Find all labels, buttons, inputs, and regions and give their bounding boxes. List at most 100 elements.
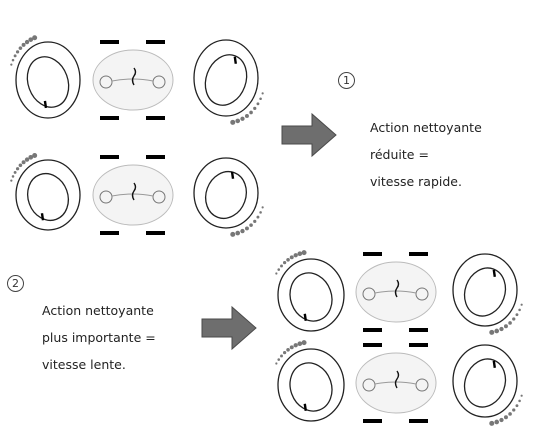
scale-dot — [256, 215, 260, 219]
scale-dot — [515, 404, 519, 408]
scale-dot — [11, 175, 15, 178]
scale-dot — [24, 39, 30, 45]
scale-dot — [249, 110, 253, 115]
scale-dot — [280, 264, 283, 268]
scale-dot — [489, 420, 495, 426]
step-1-line-2: réduite = — [370, 147, 429, 162]
bottom-right-bar — [409, 419, 428, 423]
left-pivot — [362, 287, 376, 301]
scale-dot — [11, 58, 15, 62]
scale-dot — [520, 303, 523, 306]
scale-dot — [10, 63, 13, 66]
bottom-left-bar — [100, 116, 119, 120]
scale-dot — [253, 106, 257, 111]
scale-dot — [297, 341, 303, 347]
scale-dot — [515, 313, 519, 317]
bottom-left-bar — [363, 328, 382, 332]
step-2-line-2: plus importante = — [42, 330, 156, 345]
step2-row1-right-wheel — [452, 253, 523, 335]
scale-dot — [512, 408, 516, 412]
scale-dot — [18, 46, 23, 50]
top-left-bar — [100, 155, 119, 159]
scale-dot — [293, 343, 298, 348]
scale-dot — [15, 167, 20, 171]
outer-wheel — [452, 344, 518, 418]
tick-mark — [303, 313, 307, 321]
inner-eccentric — [205, 170, 247, 220]
step-2-caption: Action nettoyante plus importante = vite… — [42, 297, 156, 378]
step-2-line-1: Action nettoyante — [42, 303, 154, 318]
scale-dot — [230, 119, 236, 125]
scale-dot — [503, 324, 508, 329]
tick-mark — [492, 360, 496, 368]
inner-eccentric — [27, 172, 69, 222]
scale-dot — [256, 102, 260, 106]
step2-row2-left-wheel — [275, 340, 345, 422]
step1-row2-right-wheel — [193, 157, 264, 237]
right-pivot — [152, 190, 166, 204]
top-left-bar — [363, 343, 382, 347]
squiggle — [131, 67, 137, 86]
step-2-arrow — [201, 305, 257, 351]
inner-eccentric — [289, 272, 333, 322]
outer-wheel — [15, 41, 81, 119]
right-pivot — [152, 75, 166, 89]
scale-dot — [253, 219, 257, 223]
scale-dot — [283, 351, 287, 355]
scale-dot — [494, 328, 500, 334]
tick-mark — [233, 56, 237, 64]
squiggle — [394, 370, 400, 389]
scale-dot — [275, 272, 278, 275]
scale-dot — [18, 163, 23, 168]
scale-dot — [293, 253, 298, 258]
scale-dot — [503, 415, 508, 420]
scale-dot — [235, 230, 241, 236]
scale-dot — [489, 329, 495, 335]
step-1-line-1: Action nettoyante — [370, 120, 482, 135]
scale-dot — [275, 362, 278, 365]
step2-row2-right-wheel — [452, 344, 523, 426]
outer-wheel — [277, 348, 345, 422]
scale-dot — [28, 37, 34, 42]
squiggle — [131, 182, 137, 201]
scale-dot — [24, 157, 30, 162]
top-right-bar — [146, 40, 165, 44]
step-1-arrow — [281, 112, 337, 158]
scale-dot — [10, 179, 13, 182]
tick-mark — [43, 100, 48, 109]
scale-dot — [244, 226, 249, 231]
scale-dot — [289, 255, 294, 260]
step-2-number: 2 — [7, 275, 24, 292]
scale-dot — [280, 354, 283, 358]
top-right-bar — [146, 155, 165, 159]
step1-row1-centre-panel — [92, 40, 174, 120]
scale-dot — [301, 250, 307, 256]
scale-dot — [259, 211, 262, 214]
scale-dot — [235, 118, 241, 124]
scale-dot — [499, 417, 504, 423]
inner-eccentric — [463, 358, 507, 408]
scale-dot — [244, 113, 249, 118]
bottom-left-bar — [363, 419, 382, 423]
scale-dot — [32, 153, 38, 159]
inner-eccentric — [26, 56, 70, 108]
squiggle — [394, 279, 400, 298]
tick-mark — [40, 213, 45, 221]
scale-dot — [277, 358, 281, 361]
top-right-bar — [409, 343, 428, 347]
scale-dot — [13, 54, 17, 58]
scale-dot — [499, 326, 504, 332]
scale-dot — [13, 170, 17, 174]
step2-row2-centre-panel — [355, 343, 437, 423]
scale-dot — [261, 206, 264, 209]
scale-dot — [28, 155, 34, 160]
outer-wheel — [452, 253, 518, 327]
step2-row1-centre-panel — [355, 252, 437, 332]
bottom-right-bar — [146, 116, 165, 120]
scale-dot — [286, 347, 290, 352]
scale-dot — [518, 308, 521, 312]
inner-eccentric — [289, 362, 333, 412]
top-right-bar — [409, 252, 428, 256]
step-2-line-3: vitesse lente. — [42, 357, 126, 372]
